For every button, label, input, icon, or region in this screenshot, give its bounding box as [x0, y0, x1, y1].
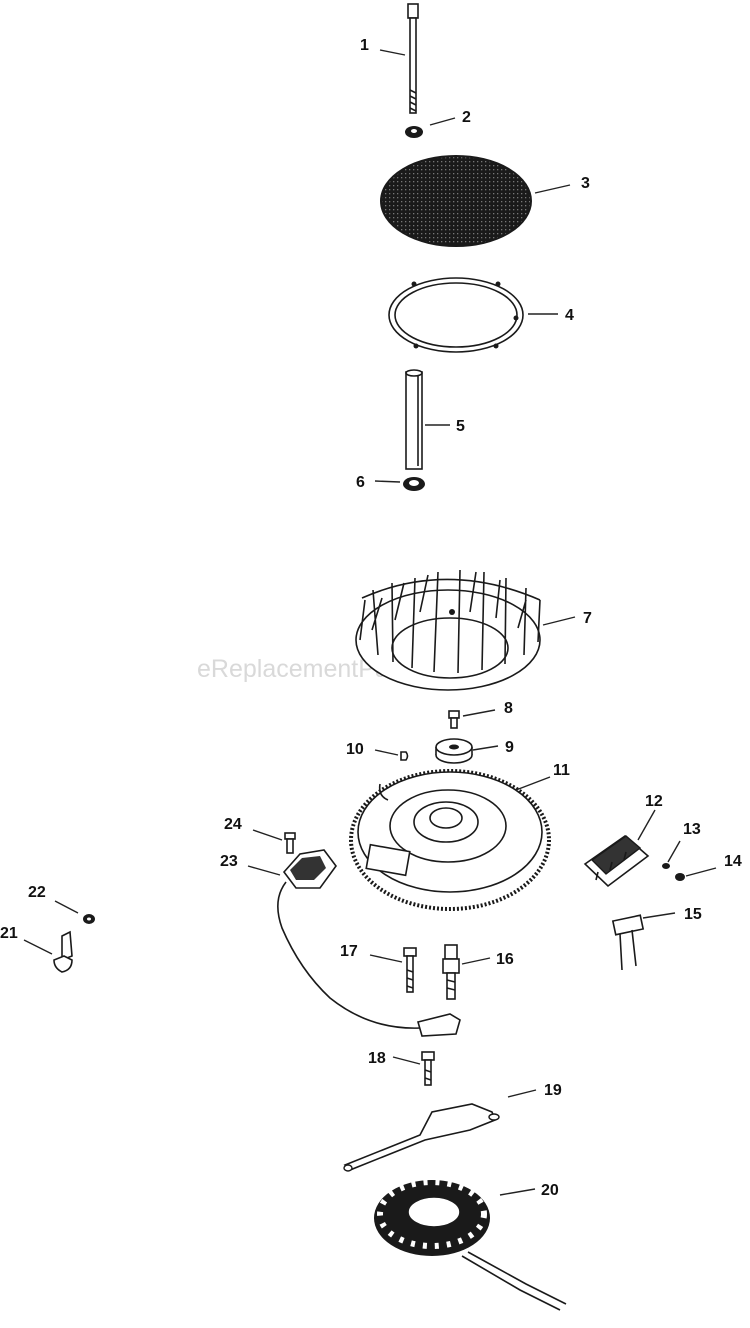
part-20-stator [374, 1179, 567, 1311]
label-part-9: 9 [505, 739, 514, 756]
part-2-washer [405, 126, 423, 138]
part-7-fan [355, 569, 541, 691]
part-8-screw [448, 710, 460, 729]
part-17-bolt [403, 947, 417, 993]
label-part-18: 18 [368, 1050, 386, 1067]
part-11-flywheel [349, 769, 551, 911]
part-9-spacer [435, 738, 473, 764]
label-part-6: 6 [356, 474, 365, 491]
part-3-screen [380, 155, 532, 247]
part-4-ring [388, 277, 524, 353]
part-12-rectifier [583, 834, 650, 888]
label-part-20: 20 [541, 1182, 559, 1199]
part-23-ignition-module [277, 849, 461, 1037]
part-22-washer [83, 914, 95, 924]
label-part-17: 17 [340, 943, 358, 960]
part-6-washer [403, 477, 425, 491]
part-19-bracket [343, 1103, 500, 1172]
part-1-bolt [407, 3, 419, 114]
label-part-19: 19 [544, 1082, 562, 1099]
label-part-12: 12 [645, 793, 663, 810]
label-part-5: 5 [456, 418, 465, 435]
part-24-screw [284, 832, 296, 854]
label-part-4: 4 [565, 307, 574, 324]
label-part-10: 10 [346, 741, 364, 758]
label-part-23: 23 [220, 853, 238, 870]
label-part-24: 24 [224, 816, 242, 833]
label-part-21: 21 [0, 925, 18, 942]
part-21-clamp [53, 930, 73, 973]
leader-lines [23, 49, 717, 1196]
label-part-22: 22 [28, 884, 46, 901]
label-part-3: 3 [581, 175, 590, 192]
label-part-16: 16 [496, 951, 514, 968]
part-14-nut [675, 873, 685, 881]
label-part-1: 1 [360, 37, 369, 54]
label-part-2: 2 [462, 109, 471, 126]
label-part-13: 13 [683, 821, 701, 838]
label-part-7: 7 [583, 610, 592, 627]
part-13-washer [662, 863, 670, 869]
part-18-bolt [421, 1051, 435, 1086]
part-10-key [400, 751, 409, 761]
part-15-connector [611, 914, 645, 971]
label-part-15: 15 [684, 906, 702, 923]
part-5-tube [405, 369, 423, 470]
label-part-8: 8 [504, 700, 513, 717]
part-16-spark-plug [442, 944, 460, 1000]
label-part-14: 14 [724, 853, 742, 870]
label-part-11: 11 [553, 762, 570, 779]
